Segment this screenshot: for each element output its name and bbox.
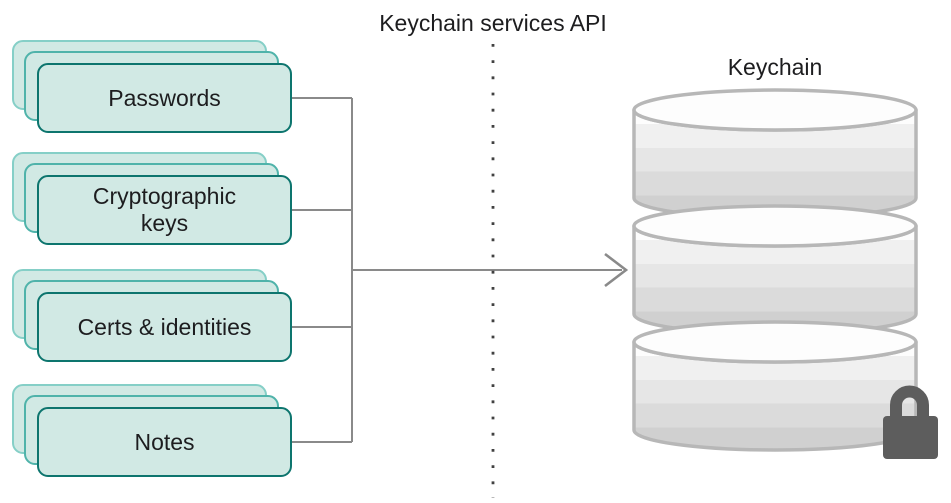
card-notes: Notes [37,407,292,477]
card-label: Cryptographic keys [92,183,237,236]
database-icon [632,88,918,452]
card-stack-notes: Notes [12,384,292,477]
card-label: Passwords [108,84,221,111]
card-stack-cryptographic-keys: Cryptographic keys [12,152,292,245]
card-passwords: Passwords [37,63,292,133]
database-disk-bottom [632,320,918,452]
connector-lines [292,97,353,443]
card-certs-identities: Certs & identities [37,292,292,362]
database-label: Keychain [727,54,823,80]
card-label: Notes [134,428,195,455]
arrow-head [604,252,629,288]
card-stack-passwords: Passwords [12,40,292,133]
lock-shackle [890,385,929,420]
database-disk-middle [632,204,918,336]
card-cryptographic-keys: Cryptographic keys [37,175,292,245]
diagram-title: Keychain services API [379,10,607,36]
database-disk-top [632,88,918,220]
card-stack-certs-identities: Certs & identities [12,269,292,362]
arrow-icon [352,252,629,288]
card-label: Certs & identities [77,313,252,340]
lock-icon [883,385,938,459]
lock-body [883,416,938,459]
